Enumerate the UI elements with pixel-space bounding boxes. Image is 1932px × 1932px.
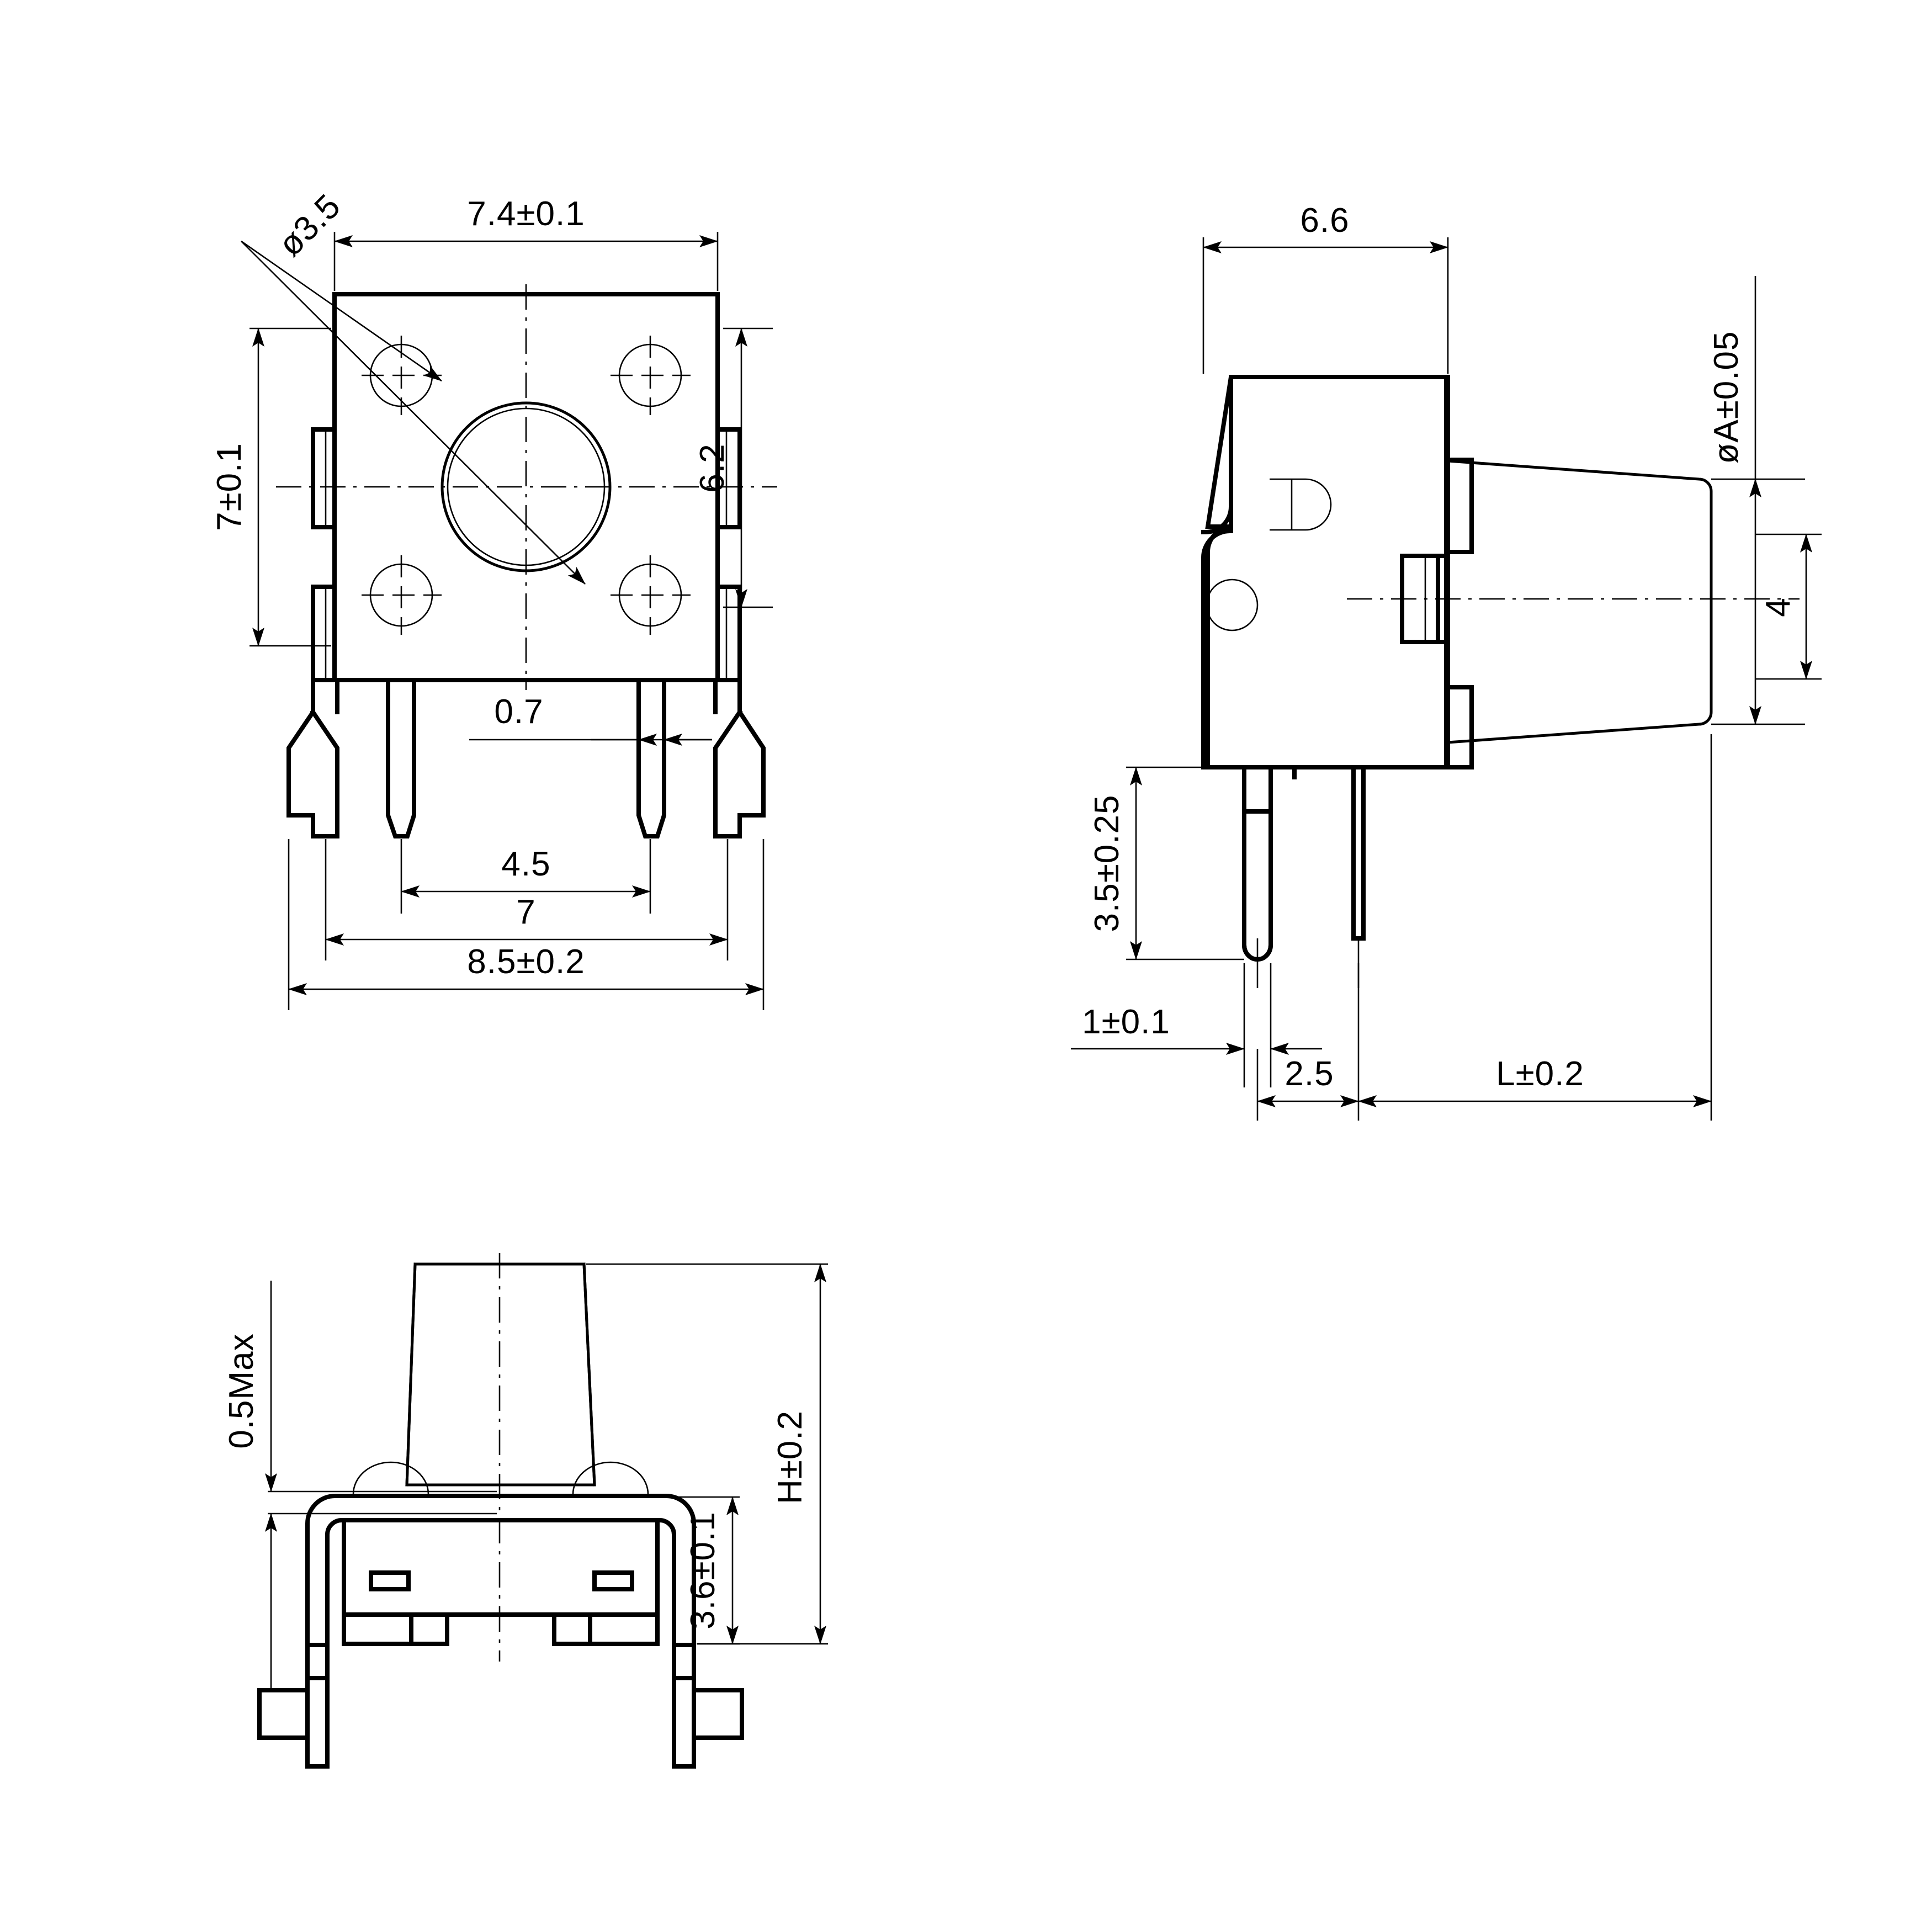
view-top-geometry bbox=[276, 284, 777, 838]
dim-gap-05max: 0.5Max bbox=[222, 1333, 261, 1448]
dim-pin-width-07: 0.7 bbox=[494, 693, 543, 731]
view-side-geometry bbox=[1201, 375, 1800, 988]
dim-plunger-4: 4 bbox=[1759, 597, 1797, 617]
dim-height-7: 7±0.1 bbox=[210, 443, 248, 531]
dim-total-height-H: H±0.2 bbox=[771, 1410, 809, 1504]
dim-dia-35: ø3.5 bbox=[271, 187, 348, 264]
view-top-dimensions: 7.4±0.1 ø3.5 7±0.1 6.2 0.7 4.5 bbox=[210, 187, 773, 1010]
dim-body-height-36: 3.6±0.1 bbox=[684, 1511, 722, 1629]
view-side-dimensions: 6.6 øA±0.05 4 3.5±0.25 1±0.1 bbox=[1071, 201, 1822, 1121]
view-front-dimensions: 0.5Max H±0.2 3.6±0.1 bbox=[222, 1263, 828, 1689]
dim-pitch-25: 2.5 bbox=[1285, 1055, 1334, 1093]
view-front-geometry bbox=[257, 1253, 744, 1769]
dim-span-7: 7 bbox=[516, 893, 535, 931]
dim-height-62: 6.2 bbox=[693, 443, 731, 492]
dim-body-66: 6.6 bbox=[1300, 201, 1349, 240]
dim-overall-85: 8.5±0.2 bbox=[467, 943, 585, 981]
dim-lead-35: 3.5±0.25 bbox=[1088, 795, 1126, 932]
dim-width-74: 7.4±0.1 bbox=[467, 195, 585, 233]
dim-pitch-45: 4.5 bbox=[501, 845, 550, 883]
dim-length-L: L±0.2 bbox=[1496, 1055, 1584, 1093]
dim-lead-1: 1±0.1 bbox=[1082, 1003, 1170, 1041]
dim-plunger-dia-A: øA±0.05 bbox=[1707, 331, 1745, 464]
